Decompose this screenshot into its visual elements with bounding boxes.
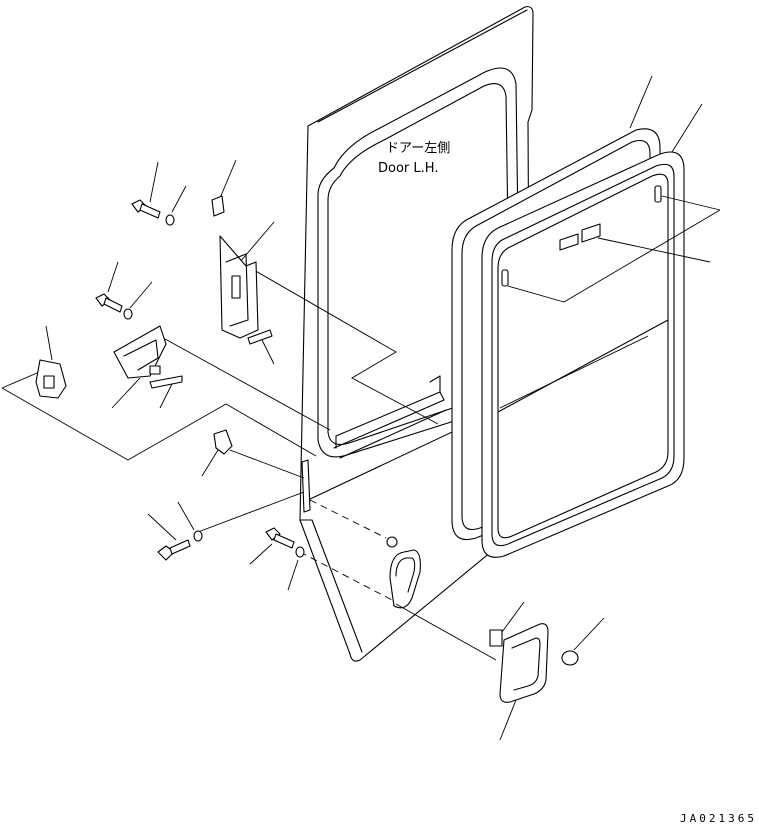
door-handle (489, 623, 549, 703)
assembly-line-handle (395, 603, 497, 661)
leader-cap (573, 617, 605, 651)
bracket-small (211, 195, 225, 217)
bolt-1 (131, 199, 161, 219)
assembly-line-washer-3 (197, 491, 305, 533)
door-hinge-strip (301, 459, 311, 513)
screw-1 (247, 329, 273, 345)
dashed-stud-line (309, 499, 387, 539)
washer-2 (123, 308, 133, 320)
leader-slot-left (507, 285, 565, 303)
dashed-handle-line (299, 551, 393, 601)
window-slot-top (654, 185, 662, 203)
leader-slot-top (661, 195, 721, 211)
door-handle-recess-inner (395, 557, 416, 593)
bolt-3 (157, 539, 191, 561)
assembly-line-striker (239, 261, 439, 425)
door-latch-assembly (113, 325, 167, 379)
washer-1 (165, 214, 175, 226)
assembly-line-latch (155, 333, 331, 431)
leader-seal (629, 75, 653, 129)
bolt-2 (95, 293, 123, 313)
leader-slot-join (563, 209, 721, 303)
leader-screw-1 (261, 339, 275, 365)
door-stud-hole (386, 536, 398, 548)
window-glass-divider (497, 319, 669, 413)
assembly-line-clip (229, 449, 305, 479)
leader-washer-2 (129, 281, 153, 309)
door-striker (219, 235, 259, 339)
leader-latch (597, 237, 711, 263)
leader-screw-2 (159, 383, 173, 409)
door-ledge-step (335, 375, 445, 449)
hole-cap (561, 650, 579, 666)
hardware-parts (35, 195, 579, 703)
door-lock-mechanism (35, 359, 67, 399)
window-slot-left (501, 269, 509, 287)
leader-lock (45, 325, 53, 361)
screw-2 (149, 375, 183, 389)
window-slide-latch-left (559, 233, 579, 251)
drawing-code: JA021365 (680, 812, 757, 825)
leader-washer-3 (177, 501, 195, 531)
door-panel-top-edge (317, 9, 528, 123)
door-label-en: Door L.H. (378, 161, 438, 176)
window-slide-latch-right (581, 223, 601, 243)
door-bottom-flange (299, 519, 363, 653)
bolt-4 (265, 527, 295, 549)
window-frame-outer (481, 151, 685, 558)
leader-latch-body (111, 377, 141, 409)
door-label-jp: ドアー左側 (386, 141, 450, 156)
leader-washer-1 (171, 185, 187, 213)
door-clip (213, 429, 233, 455)
leader-bolt-3 (147, 513, 177, 541)
washer-3 (193, 530, 203, 542)
leader-bracket-1 (219, 159, 237, 199)
leader-handle-clip (501, 601, 525, 633)
door-window-ledge (333, 391, 447, 459)
leader-striker (239, 221, 275, 263)
window-glass-edge (497, 173, 669, 539)
leader-bolt-2 (107, 261, 119, 293)
window-frame-inner (491, 163, 675, 547)
leader-clip (201, 449, 219, 477)
leader-glass (671, 103, 703, 153)
leader-bolt-4 (249, 543, 273, 565)
window-glass (481, 151, 685, 558)
leader-bolt-1 (149, 161, 159, 203)
washer-4 (295, 546, 305, 558)
leader-washer-4 (287, 559, 299, 591)
leader-glass-divider (499, 335, 649, 409)
